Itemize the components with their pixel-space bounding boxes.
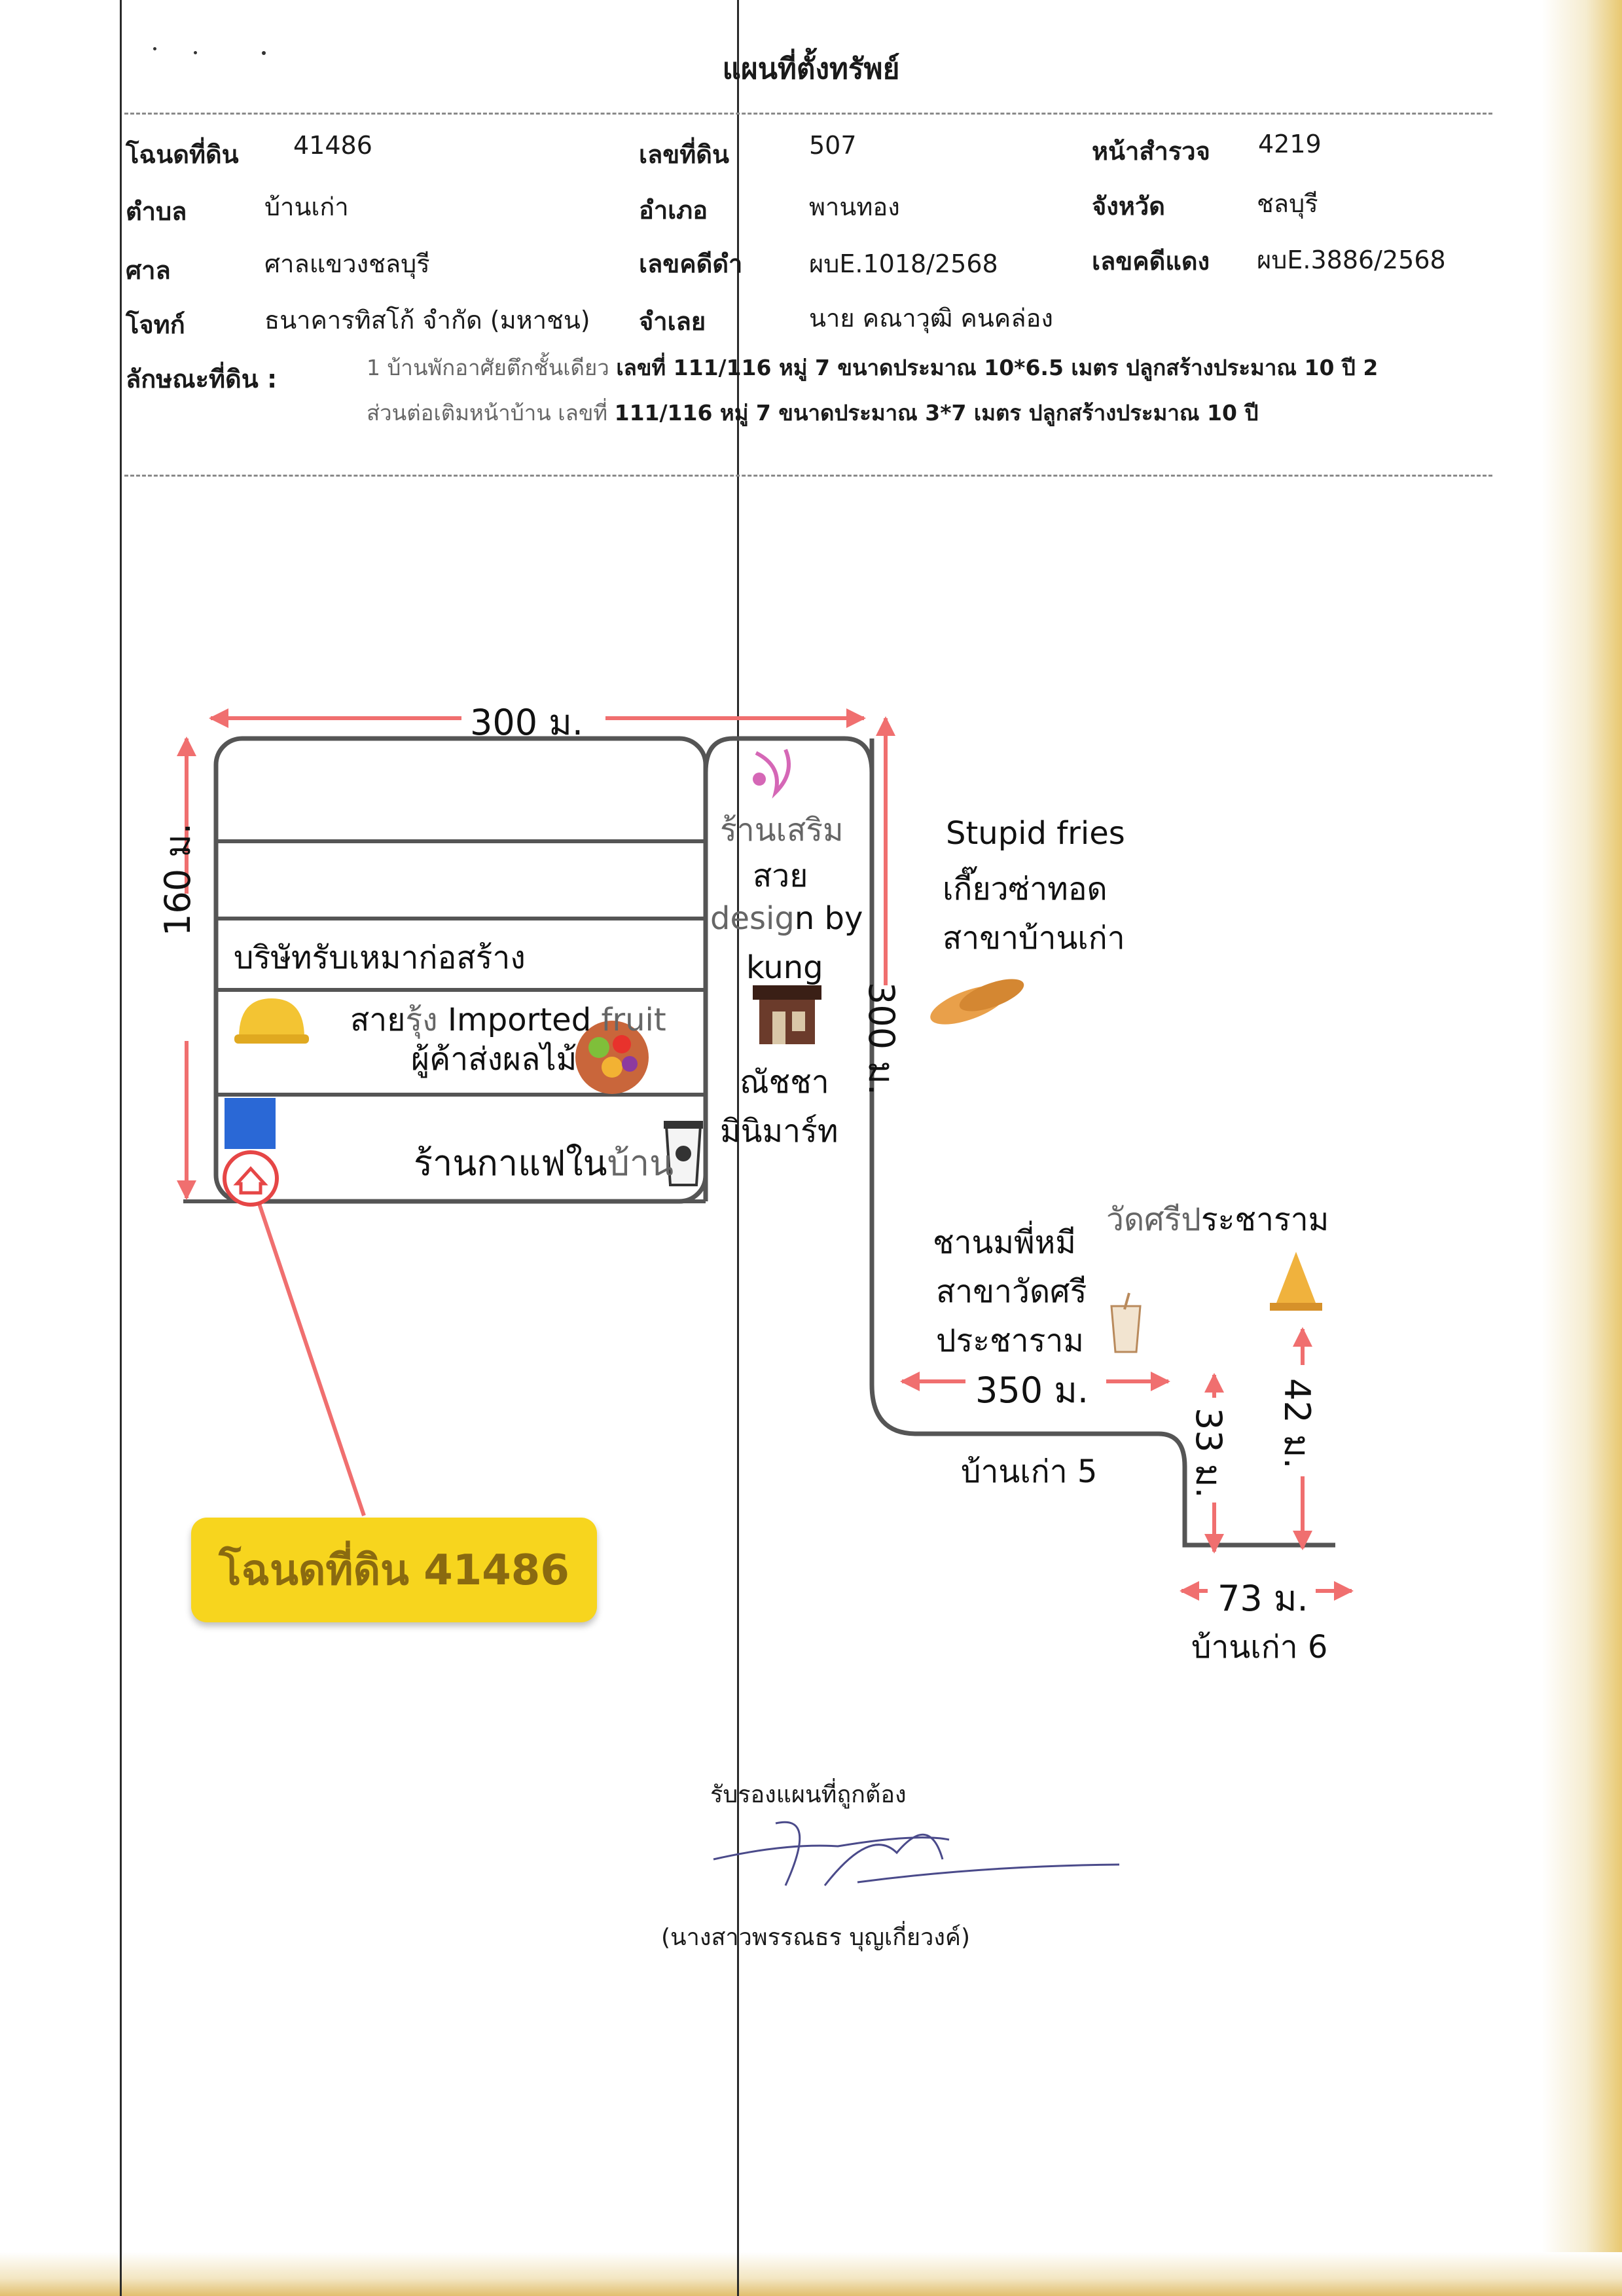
dim-350: 350 ม. — [975, 1370, 1089, 1411]
dim-160-left: 160 ม. — [157, 823, 198, 936]
dim-73: 73 ม. — [1217, 1578, 1308, 1619]
village-6-label: บ้านเก่า 6 — [1191, 1629, 1328, 1666]
desc-line1-main: เลขที่ 111/116 หมู่ 7 ขนาดประมาณ 10*6.5 … — [616, 355, 1379, 380]
temple-label: วัดศรีประชาราม — [1106, 1195, 1329, 1245]
salon-logo-icon — [753, 748, 791, 799]
fruit-shop-b: รุ้ง — [405, 1002, 438, 1038]
fries-label-2: เกี๊ยวซ่าทอด — [943, 871, 1108, 907]
land-desc-label: ลักษณะที่ดิน : — [126, 365, 278, 393]
salon-3b: n by — [794, 900, 863, 937]
district-value: พานทอง — [809, 192, 900, 221]
plaintiff-value: ธนาคารทิสโก้ จำกัด (มหาชน) — [264, 306, 590, 335]
province-label: จังหวัด — [1092, 192, 1165, 221]
minimart-label-2: มินิมาร์ท — [720, 1113, 838, 1150]
pointer-line — [249, 1178, 366, 1516]
minimart-icon — [753, 985, 821, 1044]
helmet-icon — [234, 998, 309, 1044]
certify-text: รับรองแผนที่ถูกต้อง — [710, 1781, 907, 1808]
divider-bottom — [124, 475, 1492, 477]
salon-label-4: kung — [746, 949, 823, 986]
dim-300-top: 300 ม. — [470, 702, 583, 743]
scan-speck — [262, 51, 266, 55]
land-no-label: เลขที่ดิน — [639, 140, 729, 169]
dim-33: 33 ม. — [1188, 1408, 1229, 1499]
temple-icon — [1270, 1252, 1322, 1311]
signer-name: (นางสาวพรรณธร บุญเกี่ยวงค์) — [661, 1924, 971, 1951]
minimart-label-1: ณัชชา — [740, 1064, 829, 1101]
fruit-basket-icon — [575, 1021, 649, 1094]
gyoza-icon — [930, 979, 1024, 1025]
milk-tea-icon — [1110, 1292, 1142, 1353]
paper-edge-bottom — [0, 2252, 1622, 2296]
salon-label-3: design by — [710, 900, 863, 937]
dim-300-right: 300 ม. — [861, 982, 902, 1095]
salon-label-2: สวย — [753, 858, 808, 894]
milk-tea-label-3: ประชาราม — [936, 1322, 1084, 1359]
deed-label: โฉนดที่ดิน — [126, 140, 239, 169]
signature-scribble — [713, 1821, 1120, 1886]
land-desc-line-1: 1 บ้านพักอาศัยตึกชั้นเดียว เลขที่ 111/11… — [367, 350, 1378, 385]
black-case-label: เลขคดีดำ — [639, 249, 743, 278]
court-label: ศาล — [126, 256, 171, 285]
black-case-value: ผบE.1018/2568 — [809, 249, 998, 278]
construction-company-label: บริษัทรับเหมาก่อสร้าง — [234, 939, 526, 976]
blue-marker-square — [225, 1098, 276, 1149]
scan-line-left — [120, 0, 122, 2296]
province-value: ชลบุรี — [1257, 189, 1318, 218]
divider-top — [124, 113, 1492, 115]
paper-edge-right — [1542, 0, 1622, 2296]
block-center — [703, 736, 874, 1201]
milk-tea-label-1: ชานมพี่หมี — [933, 1224, 1076, 1261]
defendant-value: นาย คณาวุฒิ คนคล่อง — [809, 304, 1053, 333]
temple-a: วัดศรีป — [1106, 1201, 1201, 1238]
fruit-shop-a: สาย — [350, 1002, 406, 1038]
red-case-label: เลขคดีแดง — [1092, 247, 1210, 276]
salon-3a: desig — [710, 900, 795, 937]
desc-line2-main: 111/116 หมู่ 7 ขนาดประมาณ 3*7 เมตร ปลูกส… — [614, 400, 1259, 426]
dim-42: 42 ม. — [1276, 1378, 1318, 1469]
coffee-cup-icon — [664, 1121, 703, 1186]
subdistrict-value: บ้านเก่า — [264, 192, 349, 221]
temple-b: ระชาราม — [1200, 1201, 1329, 1238]
court-value: ศาลแขวงชลบุรี — [264, 249, 430, 278]
fries-label-3: สาขาบ้านเก่า — [943, 920, 1125, 957]
milk-tea-label-2: สาขาวัดศรี — [936, 1273, 1087, 1310]
block-rows — [216, 839, 707, 1200]
road-right — [869, 738, 1335, 1548]
coffee-shop-b: บ้าน — [607, 1142, 674, 1184]
fruit-shop-d: fruit — [601, 1002, 666, 1038]
fruit-shop-label-1: สายรุ้ง Imported fruit — [350, 995, 666, 1045]
deed-badge: โฉนดที่ดิน 41486 — [191, 1518, 597, 1622]
village-5-label: บ้านเก่า 5 — [961, 1453, 1098, 1490]
coffee-shop-a: ร้านกาแฟใน — [414, 1142, 607, 1184]
land-no-value: 507 — [809, 131, 857, 160]
coffee-shop-label: ร้านกาแฟในบ้าน — [414, 1135, 674, 1191]
fries-label-1: Stupid fries — [946, 815, 1125, 852]
subdistrict-label: ตำบล — [126, 197, 187, 226]
scan-speck — [194, 51, 197, 54]
plaintiff-label: โจทก์ — [126, 310, 185, 339]
desc-line1-prefix: 1 บ้านพักอาศัยตึกชั้นเดียว — [367, 355, 609, 380]
scan-speck — [153, 47, 156, 50]
desc-line2-prefix: ส่วนต่อเติมหน้าบ้าน เลขที่ — [367, 400, 608, 426]
deed-value: 41486 — [293, 131, 372, 160]
red-case-value: ผบE.3886/2568 — [1257, 246, 1446, 274]
fruit-shop-c: Imported — [447, 1002, 592, 1038]
scan-line-center — [737, 0, 739, 2296]
survey-page-value: 4219 — [1258, 130, 1322, 158]
land-desc-line-2: ส่วนต่อเติมหน้าบ้าน เลขที่ 111/116 หมู่ … — [367, 395, 1258, 430]
dimension-arrows — [177, 708, 1354, 1601]
salon-label-1: ร้านเสริม — [720, 812, 844, 848]
survey-page-label: หน้าสำรวจ — [1092, 137, 1210, 166]
house-pin-icon — [223, 1150, 279, 1207]
fruit-shop-label-2: ผู้ค้าส่งผลไม้ — [411, 1041, 577, 1078]
document-title: แผนที่ตั้งทรัพย์ — [722, 52, 900, 86]
defendant-label: จำเลย — [639, 307, 706, 336]
district-label: อำเภอ — [639, 196, 708, 225]
